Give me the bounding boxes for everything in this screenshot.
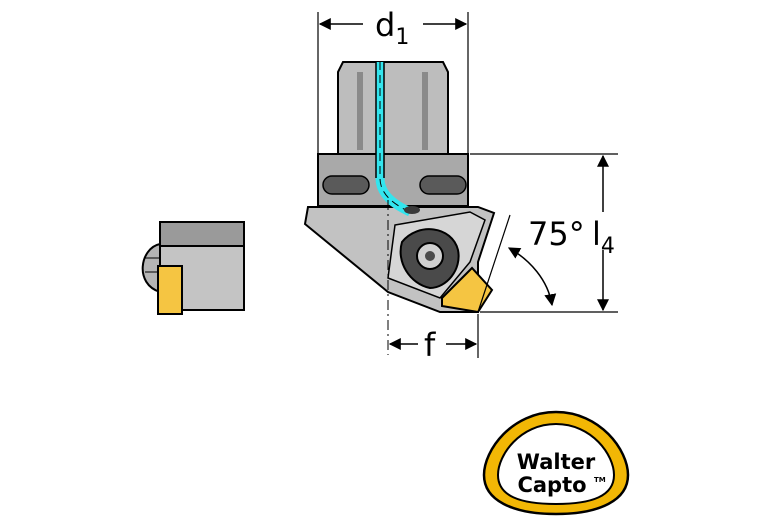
side-insert	[157, 265, 183, 315]
svg-text:l4: l4	[592, 215, 615, 259]
side-view	[141, 221, 245, 315]
svg-text:d1: d1	[375, 6, 409, 50]
f-label: f	[424, 326, 436, 364]
capto-shank	[337, 61, 449, 155]
logo-trademark: TM	[594, 476, 606, 484]
left-slot	[322, 175, 370, 195]
logo-capto: Capto	[517, 473, 586, 497]
l4-subscript: 4	[601, 234, 615, 259]
dimension-l4: l4	[470, 153, 618, 313]
dimension-angle: 75°	[477, 214, 585, 313]
main-view	[303, 61, 496, 355]
d1-subscript: 1	[395, 25, 409, 50]
insert	[441, 266, 494, 314]
l4-symbol: l	[592, 215, 601, 253]
dimension-d1: d1	[317, 6, 469, 154]
walter-capto-logo: Walter Capto TM	[482, 410, 630, 516]
dimension-f: f	[388, 314, 479, 364]
logo-walter: Walter	[517, 450, 596, 474]
right-slot	[419, 175, 467, 195]
angle-label: 75°	[528, 215, 585, 253]
d1-symbol: d	[375, 6, 395, 44]
